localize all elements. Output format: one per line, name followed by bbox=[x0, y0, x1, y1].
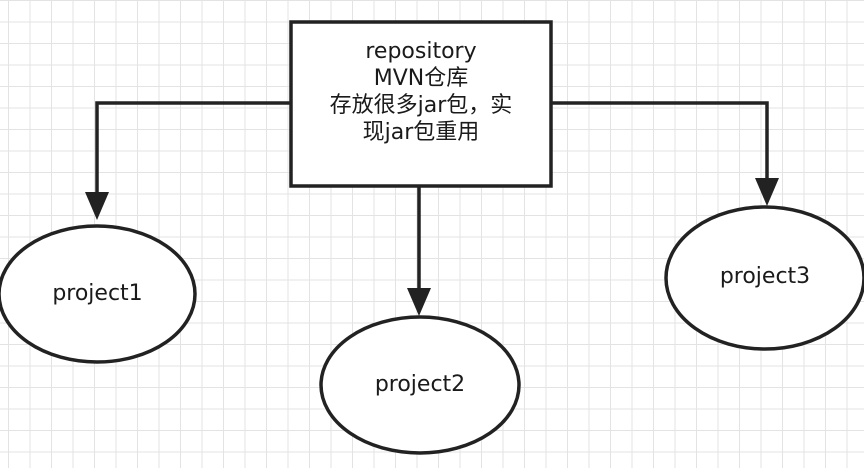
connector-repository-to-project1 bbox=[95, 101, 291, 210]
arrowhead-project1 bbox=[85, 192, 109, 220]
repository-label-line-4: 现jar包重用 bbox=[362, 120, 480, 145]
repository-node bbox=[289, 20, 553, 188]
repository-label-line-1: repository bbox=[365, 39, 477, 64]
connector-repository-to-project3 bbox=[551, 101, 769, 195]
repository-label-line-2: MVN仓库 bbox=[373, 66, 469, 91]
project1-node bbox=[0, 224, 197, 364]
project3-label: project3 bbox=[719, 264, 811, 289]
repository-node-label: repository MVN仓库 存放很多jar包，实 现jar包重用 bbox=[291, 38, 551, 146]
project2-label: project2 bbox=[374, 372, 466, 397]
arrowhead-project3 bbox=[755, 178, 779, 206]
repository-label-line-3: 存放很多jar包，实 bbox=[329, 93, 513, 118]
project2-node bbox=[319, 315, 521, 455]
arrowhead-project2 bbox=[407, 288, 431, 316]
project1-label: project1 bbox=[52, 281, 143, 306]
project3-node bbox=[664, 205, 864, 351]
